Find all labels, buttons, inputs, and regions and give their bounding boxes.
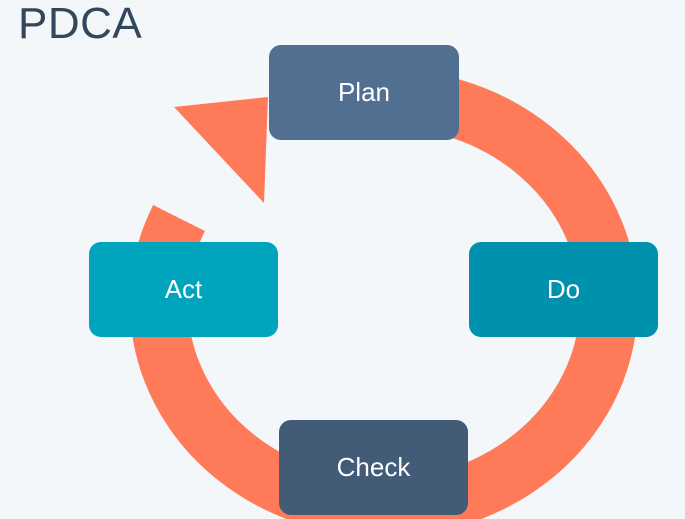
stage-plan-label: Plan <box>337 77 391 107</box>
page-title: PDCA <box>18 0 143 48</box>
stage-act-label: Act <box>164 274 203 304</box>
stage-do-label: Do <box>546 274 581 304</box>
stage-check: Check <box>279 420 468 515</box>
stage-act: Act <box>89 242 278 337</box>
cycle-arrowhead <box>174 97 268 203</box>
stage-plan: Plan <box>269 45 459 140</box>
stage-check-label: Check <box>336 452 411 482</box>
stage-do: Do <box>469 242 658 337</box>
cycle-arc <box>129 68 638 519</box>
